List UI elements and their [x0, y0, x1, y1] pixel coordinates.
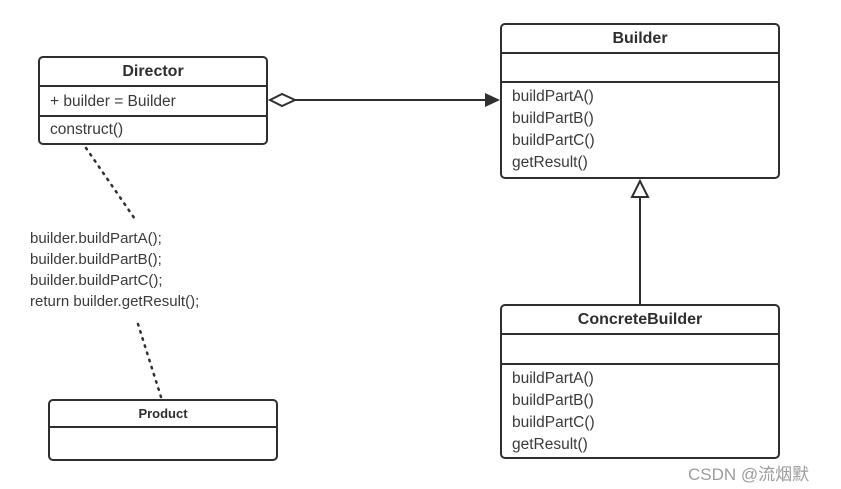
- arrowhead-icon: [485, 93, 500, 107]
- dependency-dotted-line-2: [136, 322, 163, 399]
- method-item: buildPartC(): [512, 414, 595, 431]
- class-director-attributes: + builder = Builder: [40, 87, 266, 117]
- class-product-title: Product: [50, 401, 276, 428]
- class-builder-methods: buildPartA() buildPartB() buildPartC() g…: [502, 83, 778, 177]
- method-item: getResult(): [512, 154, 588, 171]
- class-builder: Builder buildPartA() buildPartB() buildP…: [500, 23, 780, 179]
- code-line: builder.buildPartC();: [30, 272, 163, 289]
- class-concrete-builder-methods: buildPartA() buildPartB() buildPartC() g…: [502, 365, 778, 457]
- code-note: builder.buildPartA(); builder.buildPartB…: [30, 228, 199, 312]
- method-item: construct(): [50, 121, 124, 138]
- class-product-body: [50, 428, 276, 459]
- method-item: buildPartB(): [512, 392, 594, 409]
- class-director: Director + builder = Builder construct(): [38, 56, 268, 145]
- inheritance-triangle-icon: [630, 178, 650, 198]
- class-product: Product: [48, 399, 278, 461]
- method-item: buildPartA(): [512, 370, 594, 387]
- watermark: CSDN @流烟默: [688, 465, 810, 484]
- code-line: builder.buildPartB();: [30, 251, 162, 268]
- dependency-dotted-line-1: [84, 146, 139, 224]
- class-concrete-builder: ConcreteBuilder buildPartA() buildPartB(…: [500, 304, 780, 459]
- class-concrete-builder-title: ConcreteBuilder: [502, 306, 778, 335]
- class-director-methods: construct(): [40, 117, 266, 143]
- class-builder-title: Builder: [502, 25, 778, 54]
- method-item: buildPartB(): [512, 110, 594, 127]
- class-builder-attributes: [502, 54, 778, 83]
- aggregation-arrow: [267, 92, 500, 108]
- code-line: builder.buildPartA();: [30, 230, 162, 247]
- method-item: buildPartA(): [512, 88, 594, 105]
- aggregation-diamond-icon: [267, 92, 298, 108]
- inheritance-arrow: [630, 178, 650, 304]
- code-line: return builder.getResult();: [30, 293, 200, 310]
- class-director-title: Director: [40, 58, 266, 87]
- method-item: getResult(): [512, 436, 588, 453]
- method-item: buildPartC(): [512, 132, 595, 149]
- attribute-item: + builder = Builder: [50, 93, 176, 110]
- class-concrete-builder-attributes: [502, 335, 778, 365]
